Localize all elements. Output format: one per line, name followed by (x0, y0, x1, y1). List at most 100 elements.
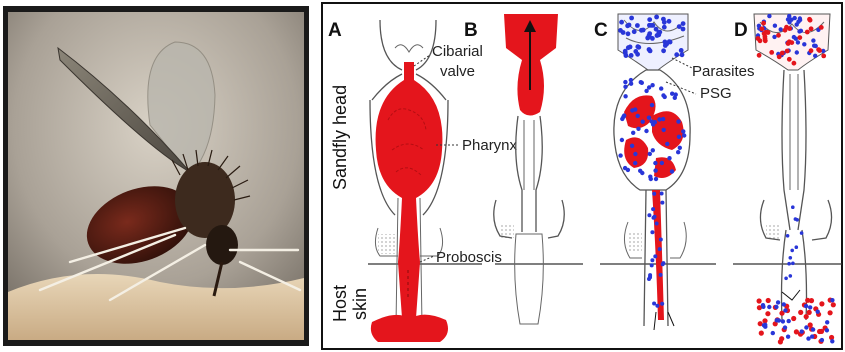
psg-label: PSG (700, 85, 732, 102)
blood-dot (779, 336, 784, 341)
parasite-dot (799, 29, 803, 33)
parasite-dot (667, 156, 671, 160)
parasite-dot (648, 49, 653, 54)
parasite-dot (636, 114, 640, 118)
blood-dot (780, 51, 785, 56)
parasite-dot (681, 129, 685, 133)
parasite-dot (618, 153, 622, 157)
parasite-dot (624, 53, 629, 58)
parasite-dot (620, 117, 624, 121)
blood-dot (757, 298, 762, 303)
parasite-dot (657, 117, 661, 121)
blood-dot (760, 26, 765, 31)
parasite-dot (654, 177, 658, 181)
skin-label: skin (350, 288, 370, 320)
parasite-dot (659, 86, 663, 90)
parasite-dot (652, 192, 656, 196)
proboscis-label: Proboscis (436, 249, 502, 266)
parasite-dot (791, 205, 795, 209)
parasite-dot (633, 161, 637, 165)
parasite-dot (795, 245, 799, 249)
parasite-dot (661, 261, 665, 265)
blood-dot (765, 311, 770, 316)
parasite-dot (653, 254, 657, 258)
parasite-dot (653, 168, 657, 172)
parasite-dot (649, 23, 654, 28)
parasite-dot (804, 325, 808, 329)
parasite-dot (763, 325, 767, 329)
parasite-dot (795, 218, 799, 222)
parasite-dot (626, 168, 630, 172)
parasite-dot (783, 325, 787, 329)
blood-dot (763, 30, 768, 35)
blood-dot (821, 54, 826, 59)
parasite-dot (662, 25, 667, 30)
parasite-dot (644, 129, 648, 133)
parasite-dot (651, 122, 655, 126)
parasite-dot (800, 231, 804, 235)
parasite-dot (820, 338, 824, 342)
blood-dot (792, 61, 797, 66)
blood-dot (805, 30, 810, 35)
sandfly-photo (0, 0, 315, 352)
blood-dot (787, 57, 792, 62)
parasite-dot (661, 48, 666, 53)
parasite-dot (782, 302, 786, 306)
parasite-dot (811, 38, 815, 42)
parasite-dot (632, 29, 637, 34)
parasite-dot (660, 201, 664, 205)
parasite-dot (789, 274, 793, 278)
parasite-dot (651, 207, 655, 211)
parasite-dot (789, 256, 793, 260)
parasite-dot (650, 230, 654, 234)
parasite-dot (808, 305, 812, 309)
parasite-dot (825, 328, 829, 332)
blood-dot (828, 310, 833, 315)
parasite-dot (767, 14, 771, 18)
parasite-dot (653, 161, 657, 165)
parasite-dot (650, 263, 654, 267)
parasite-dot (804, 304, 808, 308)
parasite-dot (630, 144, 634, 148)
parasite-dot (654, 15, 659, 20)
parasite-dot (623, 94, 627, 98)
panel-letter-a: A (328, 20, 342, 41)
parasite-dot (674, 52, 679, 57)
parasite-dot (816, 310, 820, 314)
parasite-dot (629, 78, 633, 82)
parasite-dot (655, 304, 659, 308)
parasite-dot (664, 42, 669, 47)
blood-dot (831, 302, 836, 307)
parasite-dot (638, 169, 642, 173)
parasite-dot (641, 120, 645, 124)
parasite-dot (635, 23, 640, 28)
parasite-dot (773, 24, 777, 28)
blood-dot (809, 48, 814, 53)
parasite-dot (662, 20, 667, 25)
parasite-dot (623, 80, 627, 84)
parasite-dot (680, 52, 685, 57)
parasite-dot (796, 20, 800, 24)
parasite-dot (652, 216, 656, 220)
parasite-dot (623, 85, 627, 89)
parasite-dot (787, 14, 791, 18)
host-label: Host (330, 285, 350, 322)
parasite-dot (677, 24, 682, 29)
parasite-dot (825, 320, 829, 324)
parasite-dot (761, 303, 765, 307)
parasite-dot (659, 238, 663, 242)
parasite-dot (658, 247, 662, 251)
blood-dot (808, 18, 813, 23)
parasite-dot (630, 108, 634, 112)
parasite-dot (659, 273, 663, 277)
parasite-dot (779, 27, 783, 31)
parasite-dot (792, 35, 796, 39)
blood-dot (807, 310, 812, 315)
parasite-dot (648, 152, 652, 156)
parasite-dot (781, 319, 785, 323)
parasite-dot (670, 169, 674, 173)
parasites-label: Parasites (692, 63, 755, 80)
cibarial-valve-label-1: Cibarial (432, 43, 483, 60)
parasite-dot (787, 262, 791, 266)
